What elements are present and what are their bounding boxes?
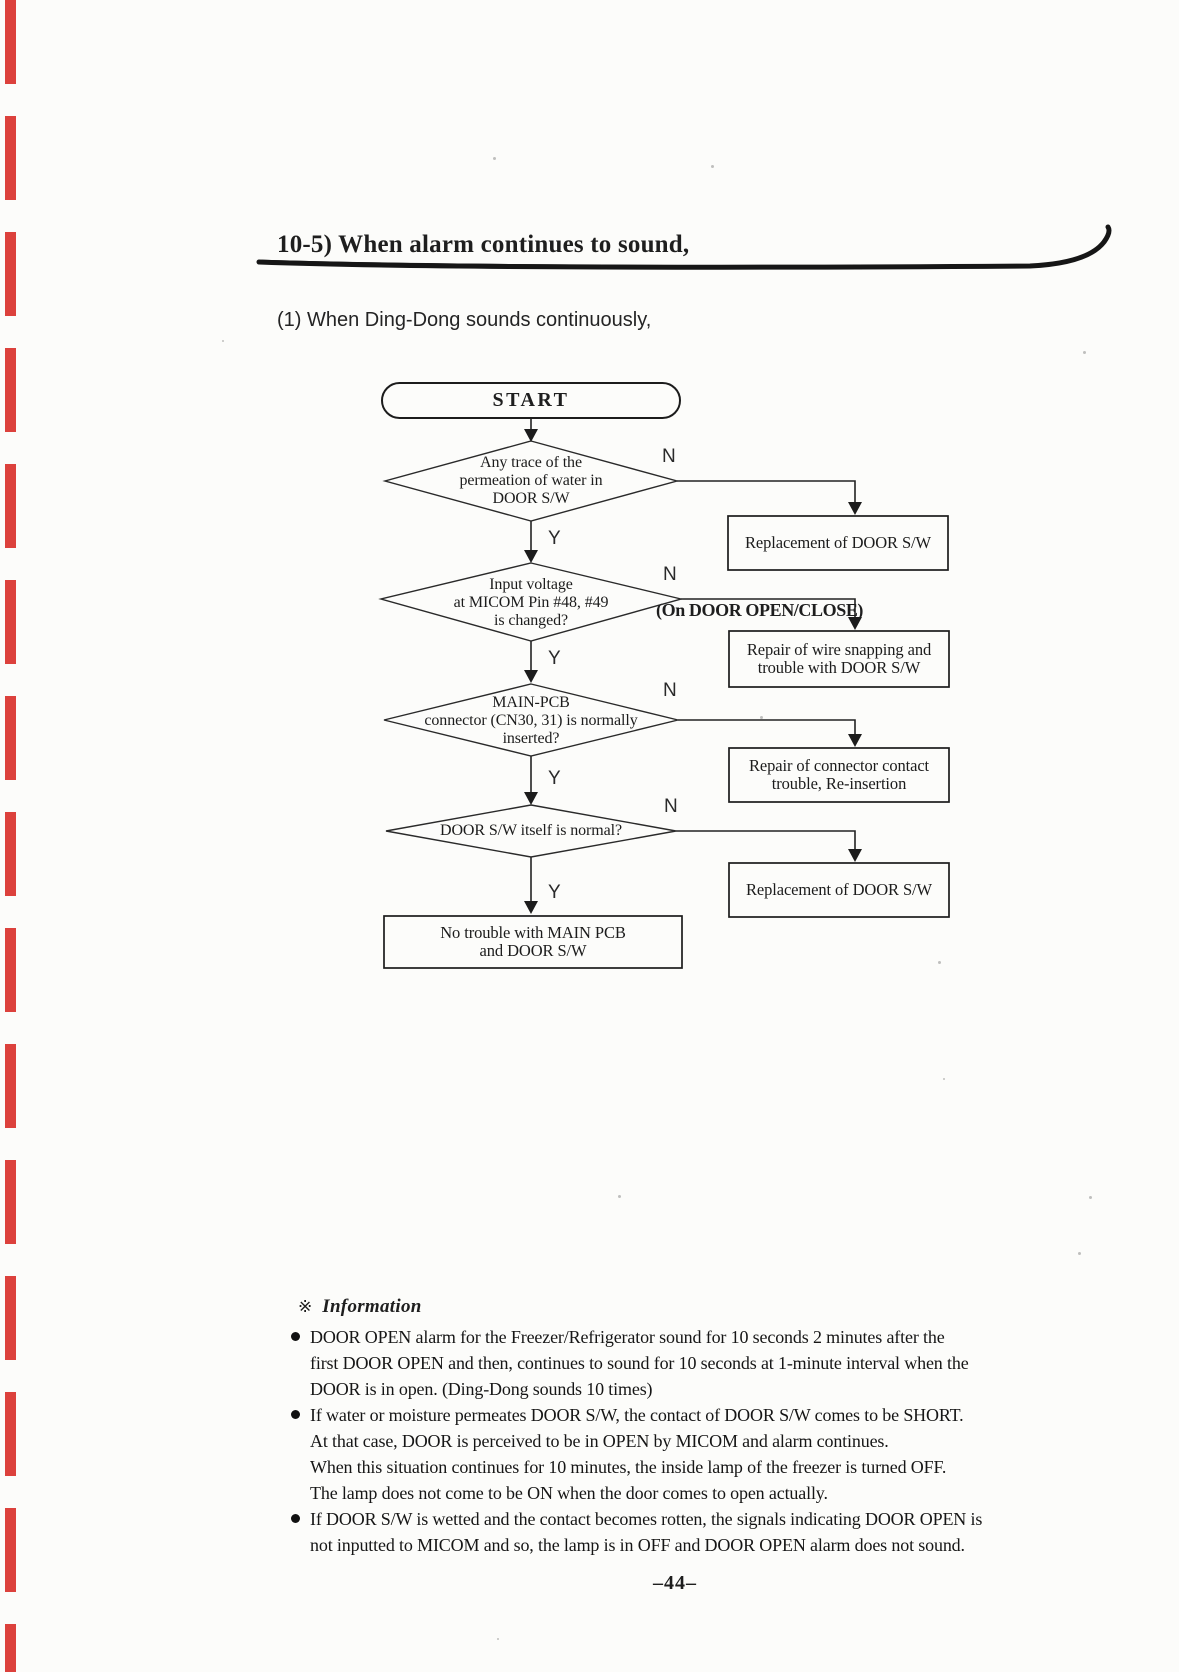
bullet-icon (291, 1514, 300, 1523)
start-terminator-shape (381, 382, 681, 419)
decision-1-text: Any trace of the permeation of water in … (459, 454, 603, 507)
no-label-4: N (664, 796, 678, 817)
action-1-text: Replacement of DOOR S/W (744, 532, 932, 552)
scan-speck (711, 165, 714, 168)
action-3-shape (728, 747, 950, 803)
info-bullet-3: If DOOR S/W is wetted and the contact be… (291, 1506, 982, 1558)
information-heading: ※Information (298, 1296, 422, 1317)
door-open-close-note: (On DOOR OPEN/CLOSE) (656, 600, 864, 620)
scan-speck (1083, 351, 1086, 354)
scan-speck (760, 716, 763, 719)
action-3-text: Repair of connector contact trouble, Re-… (748, 755, 930, 793)
decision-2-text: Input voltage at MICOM Pin #48, #49 is c… (453, 576, 609, 629)
red-edge-marks (5, 0, 16, 1672)
decision-2-shape (378, 562, 684, 642)
scan-speck (1089, 1196, 1092, 1199)
result-box-text: No trouble with MAIN PCB and DOOR S/W (440, 922, 626, 960)
yes-label-1: Y (548, 528, 561, 549)
no-label-1: N (662, 446, 676, 467)
action-2-text: Repair of wire snapping and trouble with… (746, 639, 932, 677)
arrowheads (524, 429, 862, 914)
decision-3-text: MAIN-PCB connector (CN30, 31) is normall… (424, 694, 638, 747)
scan-speck (943, 1078, 945, 1080)
decision-4-shape (385, 804, 677, 858)
scan-speck (222, 340, 224, 342)
no-label-3: N (663, 680, 677, 701)
scan-speck (493, 157, 496, 160)
scan-speck (497, 1638, 499, 1640)
bullet-icon (291, 1410, 300, 1419)
yes-label-4: Y (548, 882, 561, 903)
action-1-shape (727, 515, 949, 571)
page-number: –44– (653, 1572, 697, 1594)
scan-speck (938, 961, 941, 964)
action-4-shape (728, 862, 950, 918)
result-box-shape (383, 915, 683, 969)
bullet-icon (291, 1332, 300, 1341)
yes-label-3: Y (548, 768, 561, 789)
action-2-shape (728, 630, 950, 688)
start-label: START (492, 389, 570, 411)
section-title: 10-5) When alarm continues to sound, (277, 231, 690, 258)
scan-speck (618, 1195, 621, 1198)
subsection-title: (1) When Ding-Dong sounds continuously, (277, 309, 652, 331)
yes-label-2: Y (548, 648, 561, 669)
info-bullet-1: DOOR OPEN alarm for the Freezer/Refriger… (291, 1324, 969, 1402)
info-bullet-2: If water or moisture permeates DOOR S/W,… (291, 1402, 964, 1506)
decision-1-shape (382, 440, 680, 522)
decision-4-text: DOOR S/W itself is normal? (440, 822, 622, 839)
decision-3-shape (383, 683, 679, 757)
scan-speck (621, 1539, 623, 1541)
reference-mark: ※ (298, 1297, 313, 1316)
no-label-2: N (663, 564, 677, 585)
scan-speck (1078, 1252, 1081, 1255)
action-4-text: Replacement of DOOR S/W (745, 879, 933, 899)
